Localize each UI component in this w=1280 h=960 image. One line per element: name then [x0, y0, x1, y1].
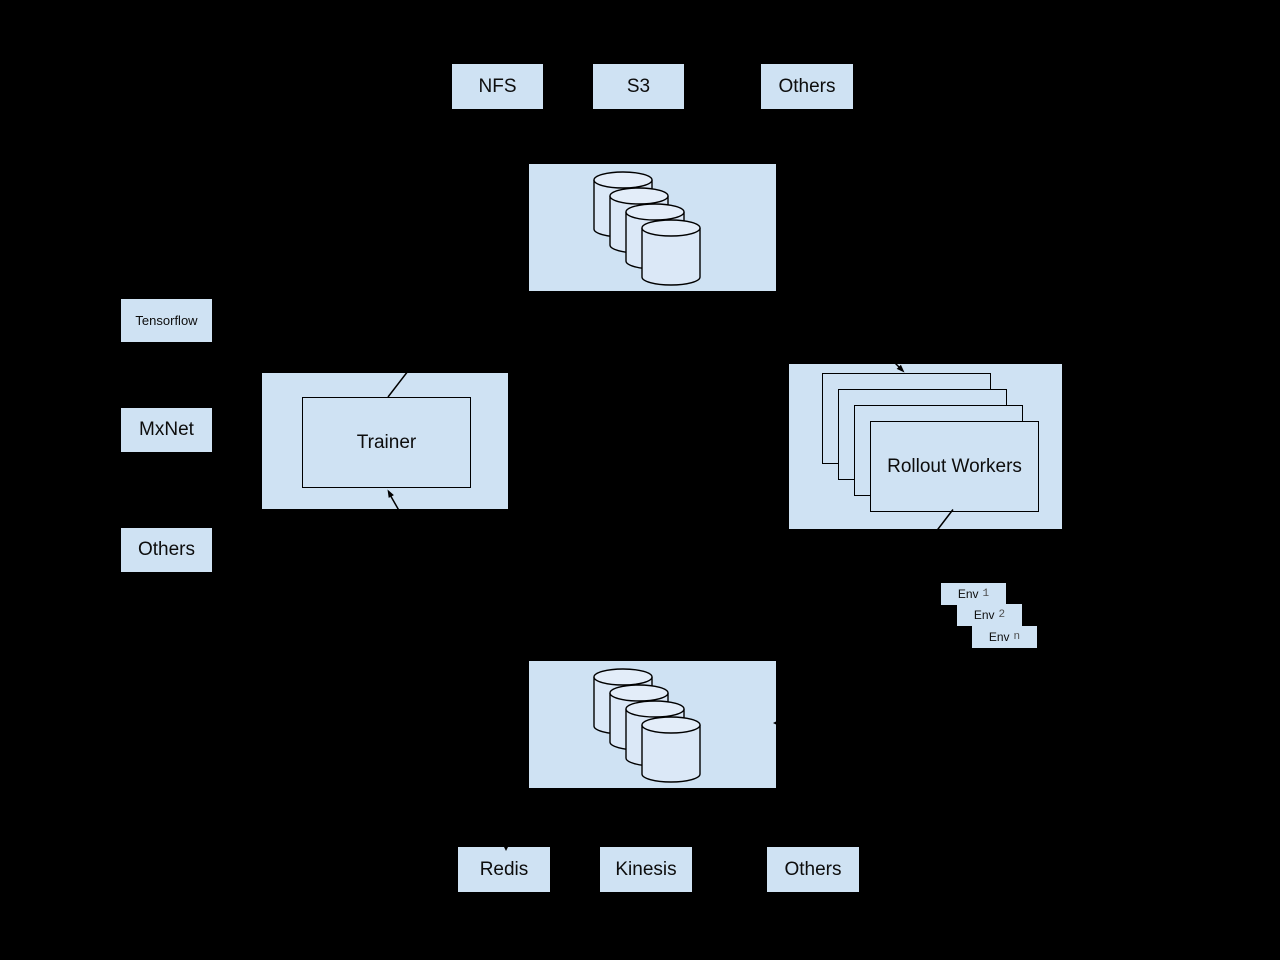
node-tensorflow: Tensorflow: [121, 299, 212, 342]
rollout-workers-container: Rollout Workers: [789, 364, 1062, 529]
env-index: 2: [998, 609, 1006, 621]
node-nfs: NFS: [452, 64, 543, 109]
trainer-label: Trainer: [356, 431, 417, 453]
node-others-bottom: Others: [767, 847, 859, 892]
node-kinesis: Kinesis: [600, 847, 692, 892]
trainer-box: Trainer: [302, 397, 471, 488]
trainer-container: Trainer: [262, 373, 508, 509]
env-prefix: Env: [988, 630, 1010, 644]
model-storage-node: [529, 164, 776, 291]
env-index: 1: [982, 588, 990, 600]
node-others-top: Others: [761, 64, 853, 109]
database-cylinders-icon: [593, 668, 701, 783]
node-env-2: Env 2: [957, 604, 1022, 626]
node-mxnet: MxNet: [121, 408, 212, 452]
env-index: n: [1013, 631, 1021, 643]
rollout-workers-label: Rollout Workers: [887, 455, 1022, 477]
node-s3: S3: [593, 64, 684, 109]
node-env-1: Env 1: [941, 583, 1006, 605]
database-cylinders-icon: [593, 171, 701, 286]
env-prefix: Env: [973, 608, 995, 622]
node-env-n: Env n: [972, 626, 1037, 648]
database-cylinder-icon: [641, 219, 701, 286]
node-others-left: Others: [121, 528, 212, 572]
node-redis: Redis: [458, 847, 550, 892]
database-cylinder-icon: [641, 716, 701, 783]
data-storage-node: [529, 661, 776, 788]
env-prefix: Env: [957, 587, 979, 601]
rollout-worker-card-front: Rollout Workers: [870, 421, 1039, 512]
